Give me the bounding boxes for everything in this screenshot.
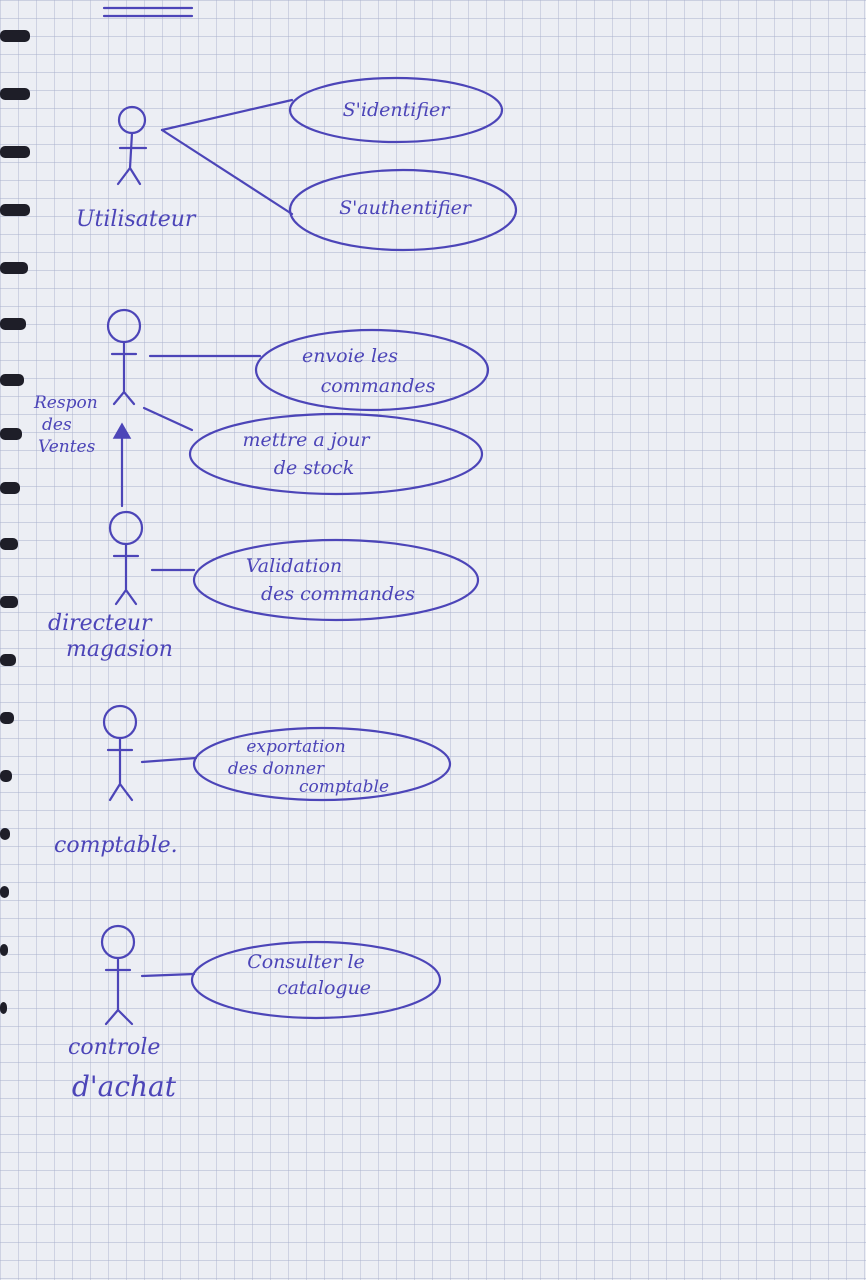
actor-label: comptable.: [54, 833, 178, 858]
spiral-binding: [0, 30, 30, 1014]
actor-label: des: [42, 415, 72, 435]
actor-label: directeur: [48, 611, 153, 636]
use-case-label: catalogue: [277, 977, 371, 999]
association-line: [160, 98, 294, 132]
use-case-label: mettre a jour: [243, 429, 372, 451]
stick-figure-icon: [106, 308, 142, 406]
use-case-label: S'authentifier: [339, 197, 473, 219]
association-line: [140, 972, 196, 978]
actor-label: Respon: [33, 393, 98, 413]
actor-utilisateur: Utilisateur: [76, 105, 197, 232]
use-case-envoie-commandes: envoie les commandes: [148, 328, 490, 412]
use-case-label: comptable: [299, 777, 389, 797]
stick-figure-icon: [108, 510, 144, 606]
use-case-authentifier: S'authentifier: [160, 128, 518, 252]
actor-label: magasion: [66, 637, 173, 662]
association-line: [160, 128, 294, 216]
use-case-label: exportation: [246, 737, 345, 757]
actor-label: Utilisateur: [76, 207, 197, 232]
use-case-label: envoie les: [302, 345, 398, 367]
use-case-label: Consulter le: [247, 951, 365, 973]
use-case-identifier: S'identifier: [160, 76, 504, 144]
triangle-arrowhead-icon: [112, 422, 132, 439]
use-case-label: Validation: [246, 555, 342, 577]
use-case-label: des commandes: [261, 583, 415, 605]
actor-responsable-ventes: Respon des Ventes: [33, 308, 142, 457]
actor-label: Ventes: [38, 437, 96, 457]
use-case-exportation: exportation des donner comptable: [140, 726, 452, 802]
actor-controle-achat: controle d'achat: [68, 924, 177, 1103]
generalization-arrow: [112, 422, 132, 508]
association-line: [142, 406, 194, 432]
actor-label: d'achat: [72, 1070, 177, 1103]
use-case-label: des donner: [228, 759, 325, 779]
use-case-validation-commandes: Validation des commandes: [150, 538, 480, 622]
stick-figure-icon: [102, 704, 138, 802]
use-case-label: S'identifier: [343, 99, 452, 121]
use-case-label: commandes: [321, 375, 436, 397]
actor-comptable: comptable.: [54, 704, 178, 858]
actor-label: controle: [68, 1035, 160, 1060]
top-underline: [102, 6, 194, 18]
association-line: [140, 756, 198, 764]
actor-directeur: directeur magasion: [48, 510, 173, 662]
stick-figure-icon: [100, 924, 136, 1026]
use-case-consulter-catalogue: Consulter le catalogue: [140, 940, 442, 1020]
stick-figure-icon: [116, 105, 148, 186]
use-case-label: de stock: [274, 457, 354, 479]
use-case-mettre-a-jour-stock: mettre a jour de stock: [142, 406, 484, 496]
